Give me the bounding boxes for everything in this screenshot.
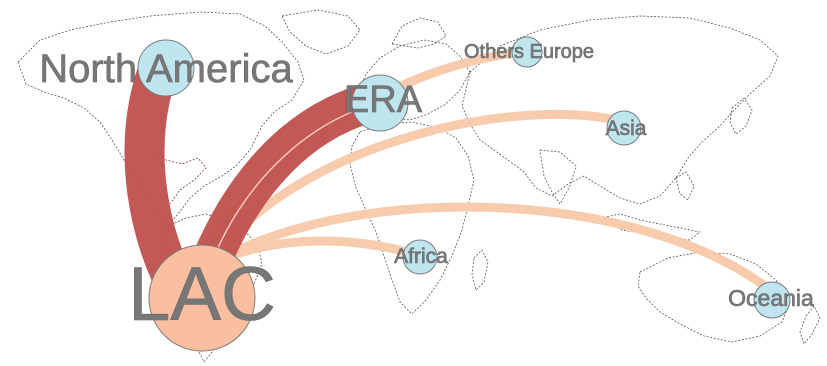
label-asia: Asia [606, 117, 647, 140]
label-lac: LAC [128, 252, 276, 337]
coastline-africa [349, 121, 475, 315]
coastline-scandinavia [391, 17, 447, 49]
label-north-america: North America [39, 47, 293, 91]
coastline-caribbean [149, 149, 207, 205]
flow-lac-to-era-highlight [211, 103, 375, 263]
coastline-greenland [281, 9, 361, 55]
node-asia [606, 110, 642, 146]
node-oceania [753, 281, 791, 319]
flow-lac-to-africa [210, 236, 425, 267]
coastline-philippines [675, 171, 695, 201]
node-africa [402, 239, 438, 275]
coastline-new-zealand [799, 305, 821, 345]
label-others-europe: Others Europe [464, 41, 594, 63]
coastline-india [539, 149, 577, 205]
node-others-europe [511, 36, 543, 68]
flow-lac-to-oceania [210, 202, 775, 295]
label-africa: Africa [394, 245, 448, 268]
coastline-japan [729, 97, 753, 135]
coastline-madagascar [471, 249, 489, 291]
node-lac [148, 244, 256, 352]
coastline-australia [637, 251, 791, 343]
label-era: ERA [344, 79, 423, 121]
region-nodes [137, 36, 791, 352]
node-era [351, 74, 409, 132]
label-oceania: Oceania [728, 285, 814, 311]
coastline-indonesia [599, 213, 701, 241]
region-labels: North America ERA Others Europe Asia Afr… [39, 41, 814, 338]
node-north-america [137, 39, 195, 97]
